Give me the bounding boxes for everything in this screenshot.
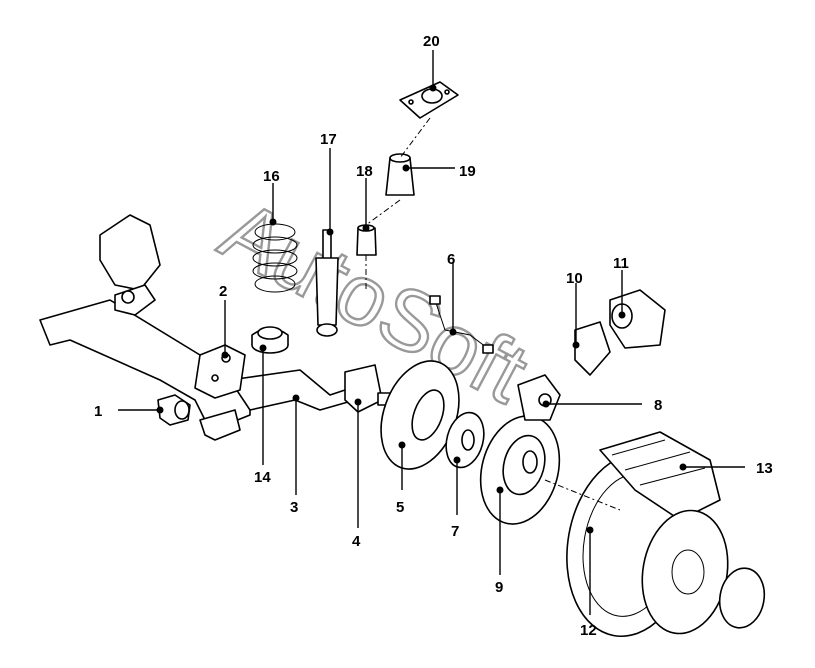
- callout-labels: 1 2 3 4 5 6 7 8 9 10 11 12 13 14 16 17 1…: [94, 33, 773, 639]
- bump-stop: [356, 224, 377, 256]
- callout-10: 10: [566, 270, 583, 287]
- callout-8: 8: [654, 397, 662, 414]
- bracket: [194, 344, 246, 399]
- callout-7: 7: [451, 523, 459, 540]
- brake-caliper: [517, 374, 561, 421]
- callout-18: 18: [356, 163, 373, 180]
- callout-1: 1: [94, 403, 102, 420]
- brake-hose: [429, 295, 494, 354]
- callout-5: 5: [396, 499, 404, 516]
- rear-brake-disc: [479, 415, 561, 525]
- brake-disc: [380, 360, 460, 470]
- callout-11: 11: [613, 255, 629, 272]
- callout-12: 12: [580, 622, 597, 639]
- wheel-hub: [445, 411, 485, 469]
- top-mount: [399, 81, 459, 119]
- hubcap: [641, 509, 766, 635]
- callout-2: 2: [219, 283, 227, 300]
- callout-6: 6: [447, 251, 455, 268]
- spring-seat: [251, 326, 289, 354]
- shock-absorber: [315, 229, 339, 337]
- dust-boot: [385, 153, 415, 196]
- stub-axle: [344, 364, 391, 413]
- tire-tread: [599, 431, 721, 521]
- callout-16: 16: [263, 168, 280, 185]
- assembly-lines: [365, 117, 621, 511]
- leader-lines: [118, 50, 745, 615]
- callout-20: 20: [423, 33, 440, 50]
- bushing: [157, 394, 191, 426]
- callout-14: 14: [254, 469, 271, 486]
- callout-4: 4: [352, 533, 361, 550]
- callout-3: 3: [290, 499, 298, 516]
- coil-spring: [252, 223, 298, 293]
- callout-17: 17: [320, 131, 337, 148]
- callout-13: 13: [756, 460, 773, 477]
- callout-19: 19: [459, 163, 476, 180]
- callout-9: 9: [495, 579, 503, 596]
- caliper-housing: [609, 289, 666, 349]
- caliper-bracket: [574, 321, 611, 376]
